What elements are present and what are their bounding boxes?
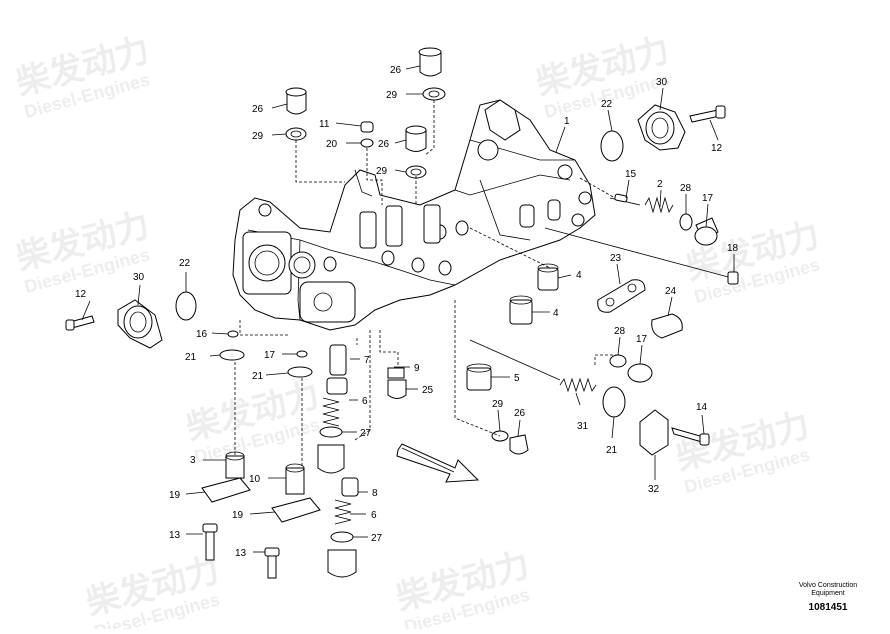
watermark-5: 柴发动力 Diesel-Engines bbox=[182, 376, 323, 467]
callout-21: 21 bbox=[252, 371, 264, 382]
callout-22: 22 bbox=[179, 258, 191, 269]
callout-32: 32 bbox=[648, 484, 660, 495]
callout-22: 22 bbox=[601, 99, 613, 110]
callout-4: 4 bbox=[553, 308, 559, 319]
callout-6: 6 bbox=[362, 396, 368, 407]
watermark-1: 柴发动力 Diesel-Engines bbox=[12, 31, 153, 122]
right-components bbox=[466, 193, 739, 456]
callout-17: 17 bbox=[264, 350, 276, 361]
callout-29: 29 bbox=[386, 90, 398, 101]
callout-15: 15 bbox=[625, 169, 637, 180]
callout-21: 21 bbox=[606, 445, 618, 456]
callout-31: 31 bbox=[577, 421, 589, 432]
callout-4: 4 bbox=[576, 270, 582, 281]
callout-26: 26 bbox=[390, 65, 402, 76]
valve-housing bbox=[232, 99, 596, 331]
callout-2: 2 bbox=[657, 179, 663, 190]
watermark-6: 柴发动力 Diesel-Engines bbox=[672, 406, 813, 497]
callout-19: 19 bbox=[232, 510, 244, 521]
callout-16: 16 bbox=[196, 329, 208, 340]
callout-13: 13 bbox=[169, 530, 181, 541]
drawing-number: 1081451 bbox=[808, 602, 848, 613]
callout-14: 14 bbox=[696, 402, 708, 413]
leader-lines bbox=[81, 65, 735, 553]
callout-13: 13 bbox=[235, 548, 247, 559]
direction-arrow bbox=[396, 443, 480, 483]
callout-28: 28 bbox=[614, 326, 626, 337]
right-flange-assembly bbox=[600, 104, 726, 162]
callout-6: 6 bbox=[371, 510, 377, 521]
callout-30: 30 bbox=[133, 272, 145, 283]
callout-26: 26 bbox=[378, 139, 390, 150]
callout-10: 10 bbox=[249, 474, 261, 485]
callout-27: 27 bbox=[371, 533, 383, 544]
top-plugs bbox=[285, 47, 446, 179]
callout-9: 9 bbox=[414, 363, 420, 374]
watermark-3: 柴发动力 Diesel-Engines bbox=[12, 206, 153, 297]
credit-division: Equipment bbox=[811, 590, 845, 597]
callout-28: 28 bbox=[680, 183, 692, 194]
watermark-7: 柴发动力 Diesel-Engines bbox=[82, 551, 223, 634]
callout-5: 5 bbox=[514, 373, 520, 384]
credit-company: Volvo Construction bbox=[798, 582, 858, 589]
left-flange-assembly bbox=[65, 291, 197, 349]
callout-21: 21 bbox=[185, 352, 197, 363]
callout-29: 29 bbox=[252, 131, 264, 142]
callout-17: 17 bbox=[636, 334, 648, 345]
callout-11: 11 bbox=[319, 119, 330, 130]
callout-24: 24 bbox=[665, 286, 677, 297]
center-column bbox=[201, 330, 407, 579]
callout-29: 29 bbox=[492, 399, 504, 410]
callout-labels: 26 29 26 29 11 20 26 29 1 22 30 12 15 2 … bbox=[75, 65, 739, 559]
callout-20: 20 bbox=[326, 139, 338, 150]
callout-19: 19 bbox=[169, 490, 181, 501]
callout-12: 12 bbox=[75, 289, 87, 300]
callout-23: 23 bbox=[610, 253, 622, 264]
callout-3: 3 bbox=[190, 455, 196, 466]
callout-17: 17 bbox=[702, 193, 714, 204]
callout-26: 26 bbox=[514, 408, 526, 419]
callout-29: 29 bbox=[376, 166, 388, 177]
callout-27: 27 bbox=[360, 428, 372, 439]
callout-7: 7 bbox=[364, 355, 370, 366]
callout-8: 8 bbox=[372, 488, 378, 499]
watermark-8: 柴发动力 Diesel-Engines bbox=[392, 546, 533, 634]
drawing-credit: Volvo Construction Equipment 1081451 bbox=[778, 582, 878, 613]
callout-12: 12 bbox=[711, 143, 723, 154]
assembly-lines bbox=[234, 100, 618, 466]
callout-1: 1 bbox=[564, 116, 570, 127]
callout-26: 26 bbox=[252, 104, 264, 115]
callout-25: 25 bbox=[422, 385, 434, 396]
callout-18: 18 bbox=[727, 243, 739, 254]
callout-30: 30 bbox=[656, 77, 668, 88]
